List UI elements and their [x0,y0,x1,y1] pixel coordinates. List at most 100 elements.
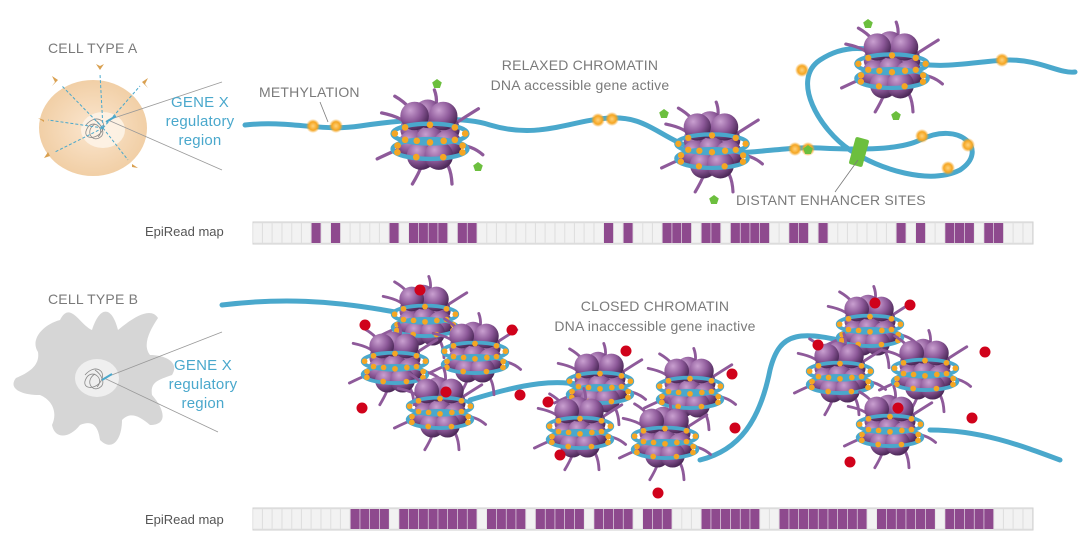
epiread-cell [838,509,848,529]
epiread-cell [945,509,955,529]
epiread-cell [486,222,497,244]
repressive-mark [359,319,371,331]
epiread-cell [935,508,945,530]
epiread-cell [906,509,916,529]
epiread-cell [828,222,838,244]
epiread-cell [945,223,955,243]
epiread-cell [779,509,789,529]
distant-enhancer-label: DISTANT ENHANCER SITES [736,192,926,208]
epiread-cell [672,223,682,243]
gene-x-label-b: GENE X regulatory region [163,356,243,413]
methylation-mark [788,142,802,156]
epiread-cell [525,222,536,244]
epiread-cell [721,509,731,529]
epiread-cell [291,222,302,244]
epiread-cell [555,222,565,244]
epiread-cell [1013,222,1023,244]
epiread-cell [672,508,682,530]
epiread-cell [321,222,331,244]
epiread-cell [964,509,974,529]
epiread-map-label-a: EpiRead map [145,224,224,239]
epiread-cell [574,509,584,529]
methylation-mark [961,138,975,152]
epiread-cell [837,222,848,244]
epiread-cell [847,222,858,244]
epiread-cell [457,223,467,243]
epiread-cell [330,508,341,530]
enhancer-marker [891,111,901,120]
nucleosome-layer [347,20,973,482]
enhancer-marker [803,145,813,154]
epiread-cell [301,508,312,530]
repressive-mark [844,456,856,468]
epiread-cell [896,223,906,243]
epiread-cell [652,222,663,244]
epiread-cell [867,508,877,530]
epiread-cell [418,223,428,243]
epiread-cell [399,509,409,529]
nucleosome [532,387,628,472]
epiread-cell [662,509,672,529]
epiread-cell [623,223,633,243]
epiread-cell [389,223,399,243]
epiread-cell [418,509,428,529]
nucleosome [792,332,888,417]
epiread-cell [760,223,770,243]
epiread-cell [633,222,643,244]
epiread-cell [1013,508,1023,530]
epiread-cell [906,222,916,244]
epiread-cell [964,223,974,243]
epiread-cell [789,223,799,243]
gene-x-line2-a: regulatory [165,113,235,130]
methylation-mark [795,63,809,77]
epiread-map-b [252,507,1034,531]
gene-x-line3-a: region [178,132,222,149]
epiread-cell [555,509,565,529]
epiread-cell [438,509,448,529]
epiread-cell [399,222,409,244]
epiread-cell [750,509,760,529]
enhancer-marker [863,19,873,28]
epiread-cell [867,222,877,244]
epiread-cell [759,508,770,530]
epiread-cell [799,509,809,529]
epiread-cell [604,509,614,529]
repressive-mark [726,368,738,380]
epiread-cell [535,509,545,529]
repressive-mark [652,487,664,499]
epiread-cell [818,509,828,529]
epiread-cell [711,509,721,529]
epiread-cell [370,509,380,529]
epiread-cell [506,509,516,529]
repressive-mark [979,346,991,358]
dna-strand-b [219,298,1063,463]
epiread-cell [1003,508,1014,530]
repressive-mark [729,422,741,434]
epiread-cell [955,509,965,529]
epiread-cell [877,509,887,529]
repressive-mark [356,402,368,414]
epiread-map-a [252,221,1034,245]
epiread-cell [282,222,292,244]
epiread-cell [438,223,448,243]
epiread-cell [457,509,467,529]
epiread-cell [750,223,760,243]
epiread-cell [769,222,780,244]
nucleosome [877,329,973,414]
epiread-cell [730,509,740,529]
leader-lines [319,101,859,193]
epiread-cell [409,223,419,243]
epiread-cell [984,223,994,243]
epiread-cell [301,222,312,244]
epiread-cell [857,509,867,529]
epiread-cell [321,508,331,530]
epiread-cell [477,508,487,530]
gene-x-label-a: GENE X regulatory region [160,93,240,150]
cell-type-a-label: CELL TYPE A [48,40,138,56]
enhancer-marker [473,162,483,171]
epiread-cell [340,508,351,530]
repressive-mark [542,396,554,408]
epiread-cell [993,508,1004,530]
gene-x-title-b: GENE X [174,357,232,374]
